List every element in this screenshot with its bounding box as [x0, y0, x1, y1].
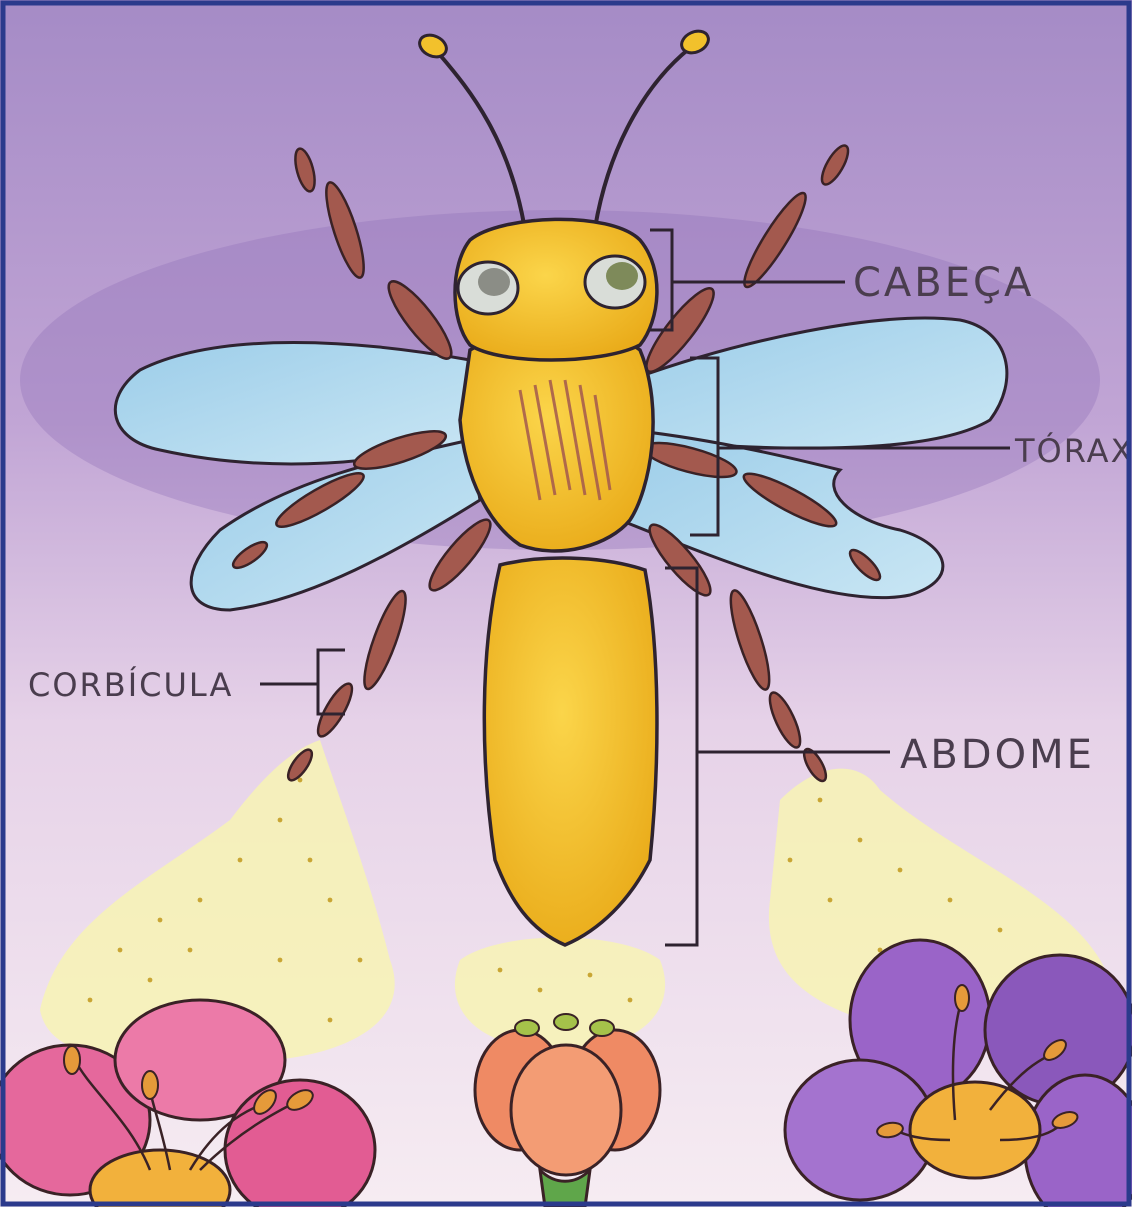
bee-abdomen [484, 558, 657, 945]
label-abdomen: ABDOME [900, 732, 1095, 778]
label-corbicula: CORBÍCULA [28, 666, 233, 704]
label-head: CABEÇA [853, 260, 1034, 306]
label-thorax: TÓRAX [1014, 431, 1132, 470]
pollen-cloud-center [455, 938, 665, 1051]
